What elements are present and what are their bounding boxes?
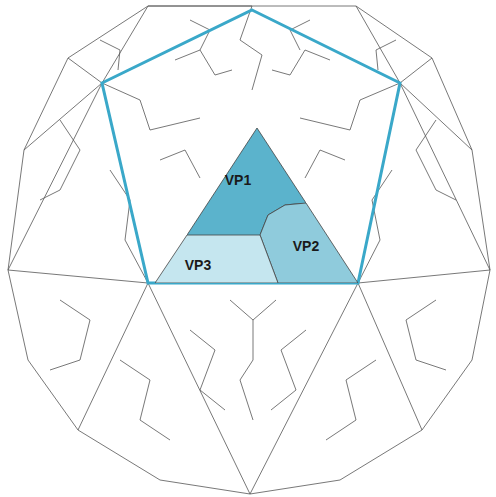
region-shape xyxy=(155,235,278,283)
protein-region: VP3 xyxy=(155,235,278,283)
protein-label: VP2 xyxy=(293,238,319,254)
protein-label: VP3 xyxy=(185,257,211,273)
protein-label: VP1 xyxy=(225,172,251,188)
protein-region: VP2 xyxy=(260,203,358,283)
